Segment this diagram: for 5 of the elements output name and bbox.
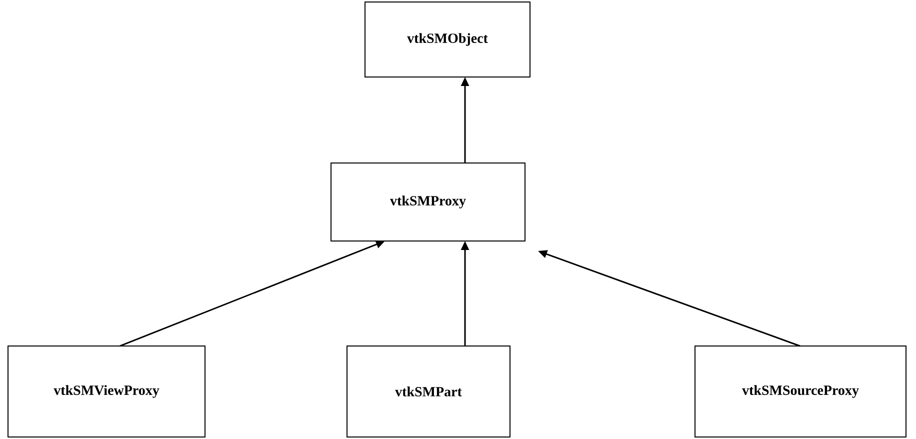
class-box: vtkSMSourceProxy (694, 345, 906, 438)
class-box: vtkSMObject (364, 2, 530, 78)
class-box: vtkSMViewProxy (8, 345, 206, 438)
class-box: vtkSMPart (346, 345, 510, 438)
class-box: vtkSMProxy (330, 162, 526, 242)
